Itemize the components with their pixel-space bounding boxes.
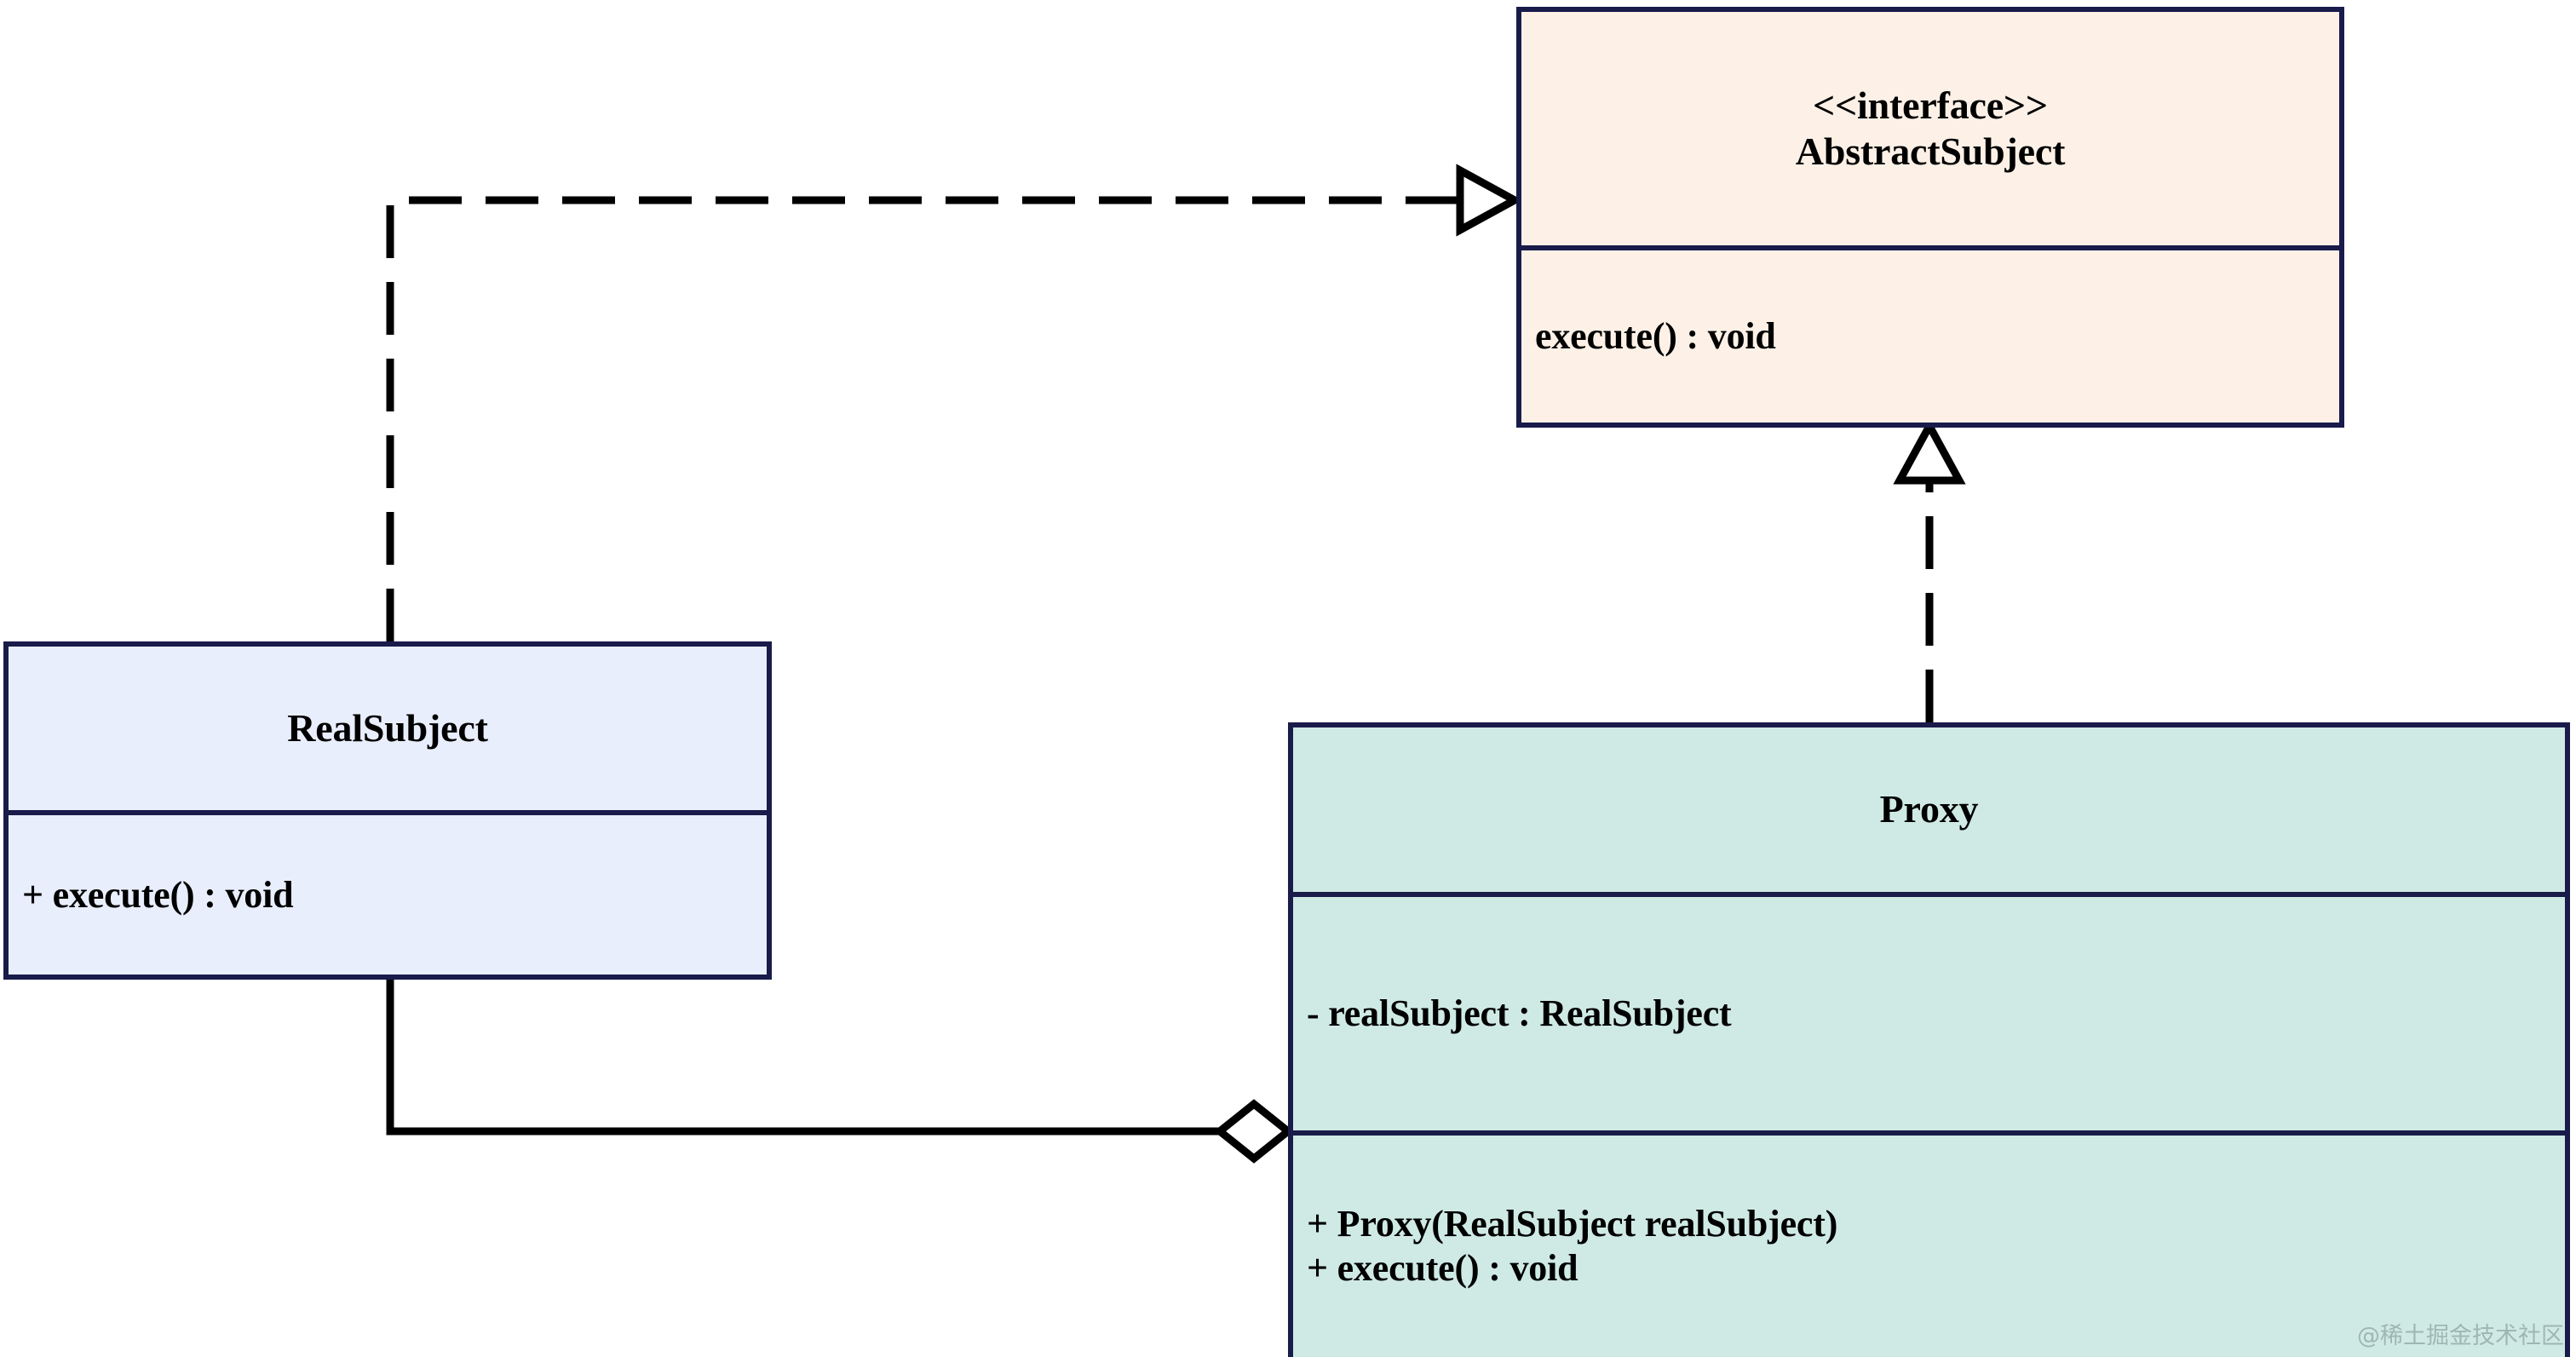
realization-realsubject-abstractsubject — [386, 164, 1523, 641]
aggregation-proxy-realsubject — [386, 980, 1295, 1164]
class-box-proxy[interactable]: Proxy - realSubject : RealSubject + Prox… — [1288, 722, 2570, 1357]
class-attributes-compartment: - realSubject : RealSubject — [1293, 892, 2565, 1130]
class-name-compartment: RealSubject — [9, 647, 767, 810]
hollow-triangle-arrowhead-icon — [1456, 164, 1523, 237]
class-name-compartment: <<interface>> AbstractSubject — [1521, 12, 2339, 245]
operation-item: execute() : void — [1535, 315, 1776, 358]
realization-dashed-line — [386, 196, 1487, 641]
aggregation-solid-line — [386, 980, 1220, 1136]
operation-item: + execute() : void — [1307, 1247, 1578, 1289]
class-operations-compartment: execute() : void — [1521, 245, 2339, 423]
hollow-triangle-arrowhead-icon — [1893, 417, 1966, 485]
class-name: AbstractSubject — [1795, 129, 2066, 173]
operation-item: + execute() : void — [22, 873, 294, 916]
class-box-real-subject[interactable]: RealSubject + execute() : void — [3, 641, 772, 980]
watermark-label: @稀土掘金技术社区 — [2357, 1323, 2564, 1349]
class-name: Proxy — [1879, 787, 1979, 831]
hollow-diamond-icon — [1213, 1099, 1295, 1164]
class-operations-compartment: + execute() : void — [9, 810, 767, 975]
attribute-item: - realSubject : RealSubject — [1307, 992, 1732, 1035]
realization-proxy-abstractsubject — [1893, 417, 1966, 722]
class-stereotype: <<interface>> — [1813, 83, 2048, 127]
class-box-abstract-subject[interactable]: <<interface>> AbstractSubject execute() … — [1516, 7, 2344, 428]
operation-item: + Proxy(RealSubject realSubject) — [1307, 1203, 1838, 1245]
class-name: RealSubject — [287, 705, 488, 750]
class-name-compartment: Proxy — [1293, 727, 2565, 892]
class-operations-compartment: + Proxy(RealSubject realSubject) + execu… — [1293, 1130, 2565, 1357]
